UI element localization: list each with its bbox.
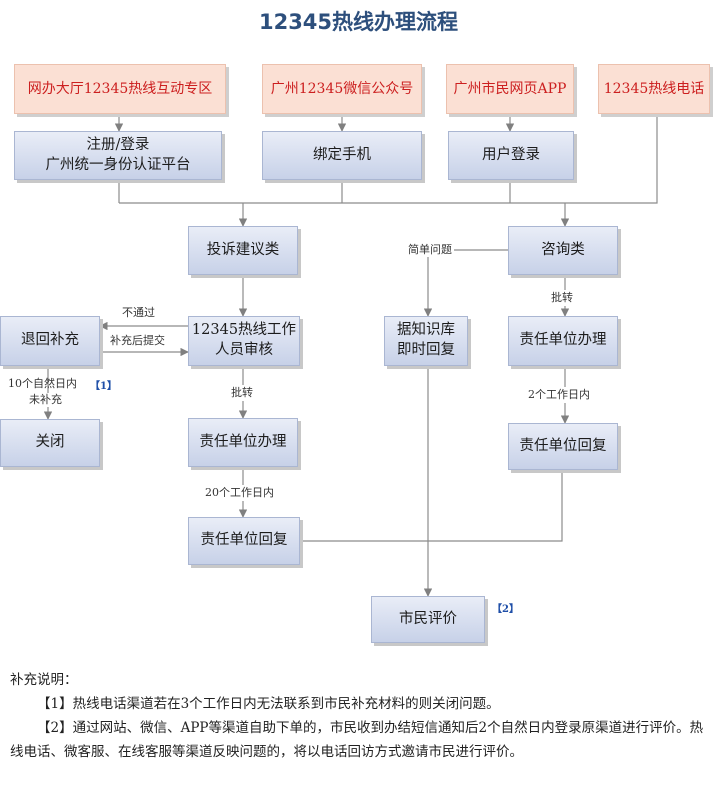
footnote-marker-2: 【2】 bbox=[492, 604, 519, 615]
channel-phone: 12345热线电话 bbox=[598, 64, 710, 114]
step-return-supplement: 退回补充 bbox=[0, 316, 100, 366]
step-staff-review: 12345热线工作 人员审核 bbox=[188, 316, 300, 366]
step-dept-handle-consult: 责任单位办理 bbox=[508, 316, 618, 366]
step-knowledge-base: 据知识库 即时回复 bbox=[384, 316, 468, 366]
step-register: 注册/登录 广州统一身份认证平台 bbox=[14, 131, 222, 180]
label-two-work-days: 2个工作日内 bbox=[526, 387, 592, 403]
label-resubmit: 补充后提交 bbox=[110, 334, 165, 347]
label-transfer-complaint: 批转 bbox=[230, 385, 254, 401]
step-user-login: 用户登录 bbox=[448, 131, 574, 180]
label-twenty-work-days: 20个工作日内 bbox=[203, 485, 276, 501]
footnote-marker-1: 【1】 bbox=[90, 381, 117, 392]
step-citizen-evaluation: 市民评价 bbox=[371, 596, 485, 643]
label-ten-days: 10个自然日内 bbox=[8, 377, 77, 390]
step-dept-reply-complaint: 责任单位回复 bbox=[188, 517, 300, 565]
page-title: 12345热线办理流程 bbox=[258, 10, 459, 34]
channel-wechat: 广州12345微信公众号 bbox=[262, 64, 422, 114]
channel-web-hall: 网办大厅12345热线互动专区 bbox=[14, 64, 226, 114]
label-transfer-consult: 批转 bbox=[550, 290, 574, 306]
step-dept-reply-consult: 责任单位回复 bbox=[508, 423, 618, 470]
step-bind-phone: 绑定手机 bbox=[262, 131, 422, 180]
edge-reply-right-merge bbox=[428, 470, 563, 542]
step-dept-handle-complaint: 责任单位办理 bbox=[188, 418, 298, 467]
channel-app: 广州市民网页APP bbox=[446, 64, 574, 114]
label-simple-question: 简单问题 bbox=[406, 243, 454, 257]
edge-simple-to-kb bbox=[423, 249, 508, 317]
note-2: 【2】通过网站、微信、APP等渠道自助下单的，市民收到办结短信通知后2个自然日内… bbox=[10, 720, 704, 760]
step-consult: 咨询类 bbox=[508, 226, 618, 275]
label-not-passed: 不通过 bbox=[122, 306, 155, 319]
step-close: 关闭 bbox=[0, 419, 100, 467]
note-1: 【1】热线电话渠道若在3个工作日内无法联系到市民补充材料的则关闭问题。 bbox=[37, 696, 500, 712]
notes-heading: 补充说明： bbox=[10, 672, 78, 688]
edge-phone-down bbox=[565, 114, 658, 204]
supplementary-notes: 补充说明： 【1】热线电话渠道若在3个工作日内无法联系到市民补充材料的则关闭问题… bbox=[10, 668, 708, 764]
step-complaint: 投诉建议类 bbox=[188, 226, 298, 275]
label-not-supplemented: 未补充 bbox=[29, 393, 62, 407]
